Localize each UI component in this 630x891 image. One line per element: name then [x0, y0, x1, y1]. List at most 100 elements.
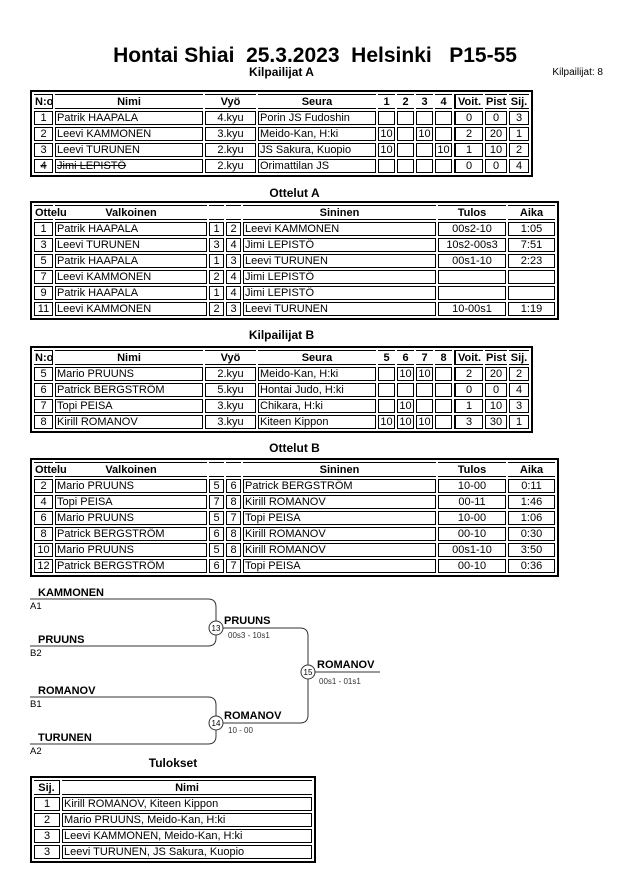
- final-rank: 3: [34, 829, 60, 843]
- score-cell: 10: [416, 367, 433, 381]
- score-cell: [397, 143, 414, 157]
- points-cell: 0: [485, 383, 507, 397]
- competitor-belt: 3.kyu: [205, 415, 256, 429]
- bracket-line-final: [223, 627, 309, 724]
- match-row: 12 Patrick BERGSTRÖM 6 7 Topi PEISA 00-1…: [34, 559, 555, 573]
- competitor-club: Hontai Judo, H:ki: [258, 383, 376, 397]
- final-name: Leevi TURUNEN, JS Sakura, Kuopio: [62, 845, 312, 859]
- time-cell: 1:19: [508, 302, 555, 316]
- match-row: 2 Mario PRUUNS 5 6 Patrick BERGSTRÖM 10-…: [34, 479, 555, 493]
- white-name: Leevi KAMMONEN: [55, 270, 207, 284]
- competitor-row: 2 Leevi KAMMONEN 3.kyu Meido-Kan, H:ki 1…: [34, 127, 529, 141]
- section-title-kilpailijat-a: Kilpailijat A: [249, 65, 314, 79]
- time-cell: [508, 270, 555, 284]
- competitor-number: 3: [34, 143, 53, 157]
- blue-name: Patrick BERGSTRÖM: [243, 479, 436, 493]
- white-number: 5: [209, 511, 224, 525]
- bracket-slot-name: TURUNEN: [38, 732, 92, 744]
- score-cell: [378, 383, 395, 397]
- blue-name: Jimi LEPISTÖ: [243, 270, 436, 284]
- col-header-blue: Sininen: [243, 462, 436, 477]
- section-title-ottelut-a: Ottelut A: [269, 186, 320, 200]
- header-row: Sij. Nimi: [34, 780, 312, 795]
- blue-number: 3: [226, 254, 241, 268]
- bracket-match-score: 00s3 - 10s1: [228, 631, 270, 640]
- col-header-no: N:o: [34, 350, 53, 365]
- col-header-wins: Voit.: [454, 350, 483, 365]
- col-header-m1: 5: [378, 350, 395, 365]
- competitors-count: Kilpailijat: 8: [552, 67, 603, 78]
- competitor-belt: 5.kyu: [205, 383, 256, 397]
- blue-name: Kirill ROMANOV: [243, 495, 436, 509]
- match-number: 3: [34, 238, 53, 252]
- score-cell: [435, 399, 452, 413]
- score-cell: [416, 143, 433, 157]
- bracket-match-score: 10 - 00: [228, 726, 253, 735]
- blue-number: 7: [226, 559, 241, 573]
- result-cell: 10s2-00s3: [438, 238, 506, 252]
- final-name: Kirill ROMANOV, Kiteen Kippon: [62, 797, 312, 811]
- white-number: 3: [209, 238, 224, 252]
- score-cell: 10: [378, 127, 395, 141]
- match-number: 7: [34, 270, 53, 284]
- score-cell: [435, 111, 452, 125]
- col-header-belt: Vyö: [205, 350, 256, 365]
- col-header-match: Ottelu: [34, 462, 67, 477]
- score-cell: [416, 111, 433, 125]
- col-header-name: Nimi: [62, 780, 312, 795]
- result-cell: 00s1-10: [438, 254, 506, 268]
- competitor-club: Meido-Kan, H:ki: [258, 367, 376, 381]
- blue-number: 6: [226, 479, 241, 493]
- col-header-m2: 6: [397, 350, 414, 365]
- score-cell: [397, 159, 414, 173]
- result-cell: [438, 270, 506, 284]
- match-row: 8 Patrick BERGSTRÖM 6 8 Kirill ROMANOV 0…: [34, 527, 555, 541]
- bracket-winner-name: ROMANOV: [317, 659, 375, 671]
- wins-cell: 0: [454, 111, 483, 125]
- match-circle: [300, 664, 316, 680]
- wins-cell: 2: [454, 127, 483, 141]
- result-cell: [438, 286, 506, 300]
- col-header-time: Aika: [508, 462, 555, 477]
- bracket-slot-name: ROMANOV: [38, 685, 96, 697]
- col-header-rank: Sij.: [509, 350, 529, 365]
- time-cell: 1:06: [508, 511, 555, 525]
- section-title-ottelut-b: Ottelut B: [269, 441, 320, 455]
- result-cell: 00-10: [438, 559, 506, 573]
- match-circle-number: 14: [212, 719, 221, 728]
- score-cell: [416, 399, 433, 413]
- section-title-kilpailijat-b: Kilpailijat B: [248, 328, 315, 342]
- col-header-points: Pist.: [485, 94, 507, 109]
- wins-cell: 1: [454, 399, 483, 413]
- score-cell: [435, 367, 452, 381]
- result-cell: 10-00s1: [438, 302, 506, 316]
- points-cell: 10: [485, 143, 507, 157]
- header-row: Ottelu Valkoinen Sininen Tulos Aika: [34, 205, 555, 220]
- score-cell: 10: [435, 143, 452, 157]
- score-cell: [397, 111, 414, 125]
- kilpailijat-a-table: N:o Nimi Vyö Seura 1 2 3 4 Voit. Pist. S…: [30, 90, 533, 177]
- white-number: 6: [209, 527, 224, 541]
- white-name: Patrick BERGSTRÖM: [55, 527, 207, 541]
- col-header-m2: 2: [397, 94, 414, 109]
- competitor-number: 6: [34, 383, 53, 397]
- points-cell: 20: [485, 127, 507, 141]
- result-cell: 00s1-10: [438, 543, 506, 557]
- score-cell: [435, 159, 452, 173]
- score-cell: [435, 127, 452, 141]
- white-name: Leevi TURUNEN: [55, 238, 207, 252]
- col-header-m1: 1: [378, 94, 395, 109]
- col-header-m3: 3: [416, 94, 433, 109]
- blue-number: 8: [226, 495, 241, 509]
- score-cell: [378, 159, 395, 173]
- wins-cell: 1: [454, 143, 483, 157]
- match-row: 4 Topi PEISA 7 8 Kirill ROMANOV 00-11 1:…: [34, 495, 555, 509]
- match-row: 1 Patrik HAAPALA 1 2 Leevi KAMMONEN 00s2…: [34, 222, 555, 236]
- white-name: Patrik HAAPALA: [55, 254, 207, 268]
- match-number: 11: [34, 302, 53, 316]
- bracket-slot-name: KAMMONEN: [38, 587, 104, 599]
- bracket-slot-seed: A1: [30, 601, 42, 612]
- score-cell: [435, 383, 452, 397]
- competitor-name: Mario PRUUNS: [55, 367, 203, 381]
- col-header-m4: 8: [435, 350, 452, 365]
